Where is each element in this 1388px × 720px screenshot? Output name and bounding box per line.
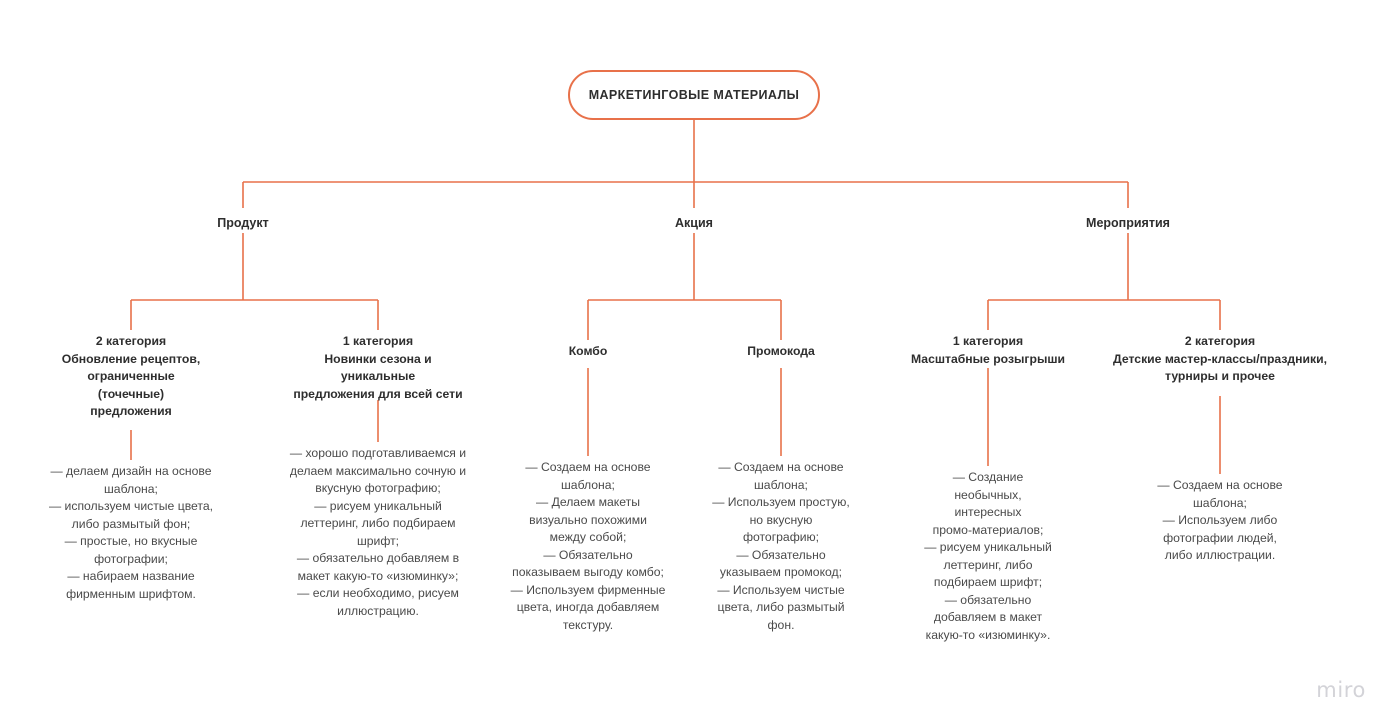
detail-line: либо иллюстрации. [1164, 548, 1276, 562]
detail-line: какую-то «изюминку». [925, 627, 1051, 642]
detail-line: фон. [767, 617, 795, 632]
detail-line: цвета, либо размытый [717, 600, 845, 614]
detail-line: — Обязательно [543, 547, 633, 562]
detail-line: — Делаем макеты [536, 495, 640, 509]
detail-line: — если необходимо, рисуем [297, 586, 459, 600]
detail-line: — хорошо подготавливаемся и [289, 446, 467, 460]
category-line: предложения для всей сети [293, 386, 463, 401]
detail-line: шаблона; [104, 481, 158, 496]
detail-line: текстуру. [562, 617, 614, 632]
detail-line: — набираем название [67, 569, 195, 583]
detail-line: фотографии людей, [1163, 530, 1277, 545]
category-line: (точечные) [97, 386, 165, 401]
detail-line: иллюстрацию. [337, 603, 419, 618]
branch-label: Акция [675, 216, 713, 230]
category-heading-product-2[interactable]: 2 категория Обновление рецептов, огранич… [16, 333, 246, 421]
category-heading-combo[interactable]: Комбо [493, 343, 683, 361]
root-node-label: МАРКЕТИНГОВЫЕ МАТЕРИАЛЫ [588, 88, 800, 102]
detail-line: шаблона; [1193, 495, 1247, 510]
detail-line: — делаем дизайн на основе [50, 464, 212, 478]
detail-line: визуально похожими [529, 512, 647, 527]
category-line: предложения [90, 404, 172, 418]
detail-line: — Создаем на основе [1157, 478, 1283, 492]
branch-label: Продукт [217, 216, 269, 230]
detail-line: делаем максимально сочную и [289, 463, 467, 478]
detail-line: — используем чистые цвета, [48, 499, 214, 513]
detail-line: — Используем простую, [712, 495, 850, 509]
detail-line: между собой; [549, 530, 627, 544]
category-line: 2 категория [1184, 334, 1256, 348]
detail-line: — Используем либо [1162, 513, 1278, 527]
detail-line: подбираем шрифт; [933, 575, 1043, 589]
detail-block-events-1[interactable]: — Создание необычных, интересных промо-м… [908, 469, 1068, 644]
detail-line: фирменным шрифтом. [66, 586, 196, 601]
branch-label: Мероприятия [1086, 216, 1170, 230]
category-line: Новинки сезона и [324, 351, 432, 366]
miro-watermark: miro [1316, 678, 1366, 702]
detail-block-product-1[interactable]: — хорошо подготавливаемся и делаем макси… [273, 445, 483, 620]
category-heading-events-2[interactable]: 2 категория Детские мастер-классы/праздн… [1075, 333, 1365, 386]
category-line: 1 категория [952, 334, 1024, 348]
detail-line: — Используем чистые [717, 582, 845, 597]
category-heading-product-1[interactable]: 1 категория Новинки сезона и уникальные … [263, 333, 493, 403]
detail-line: добавляем в макет [933, 610, 1043, 624]
detail-line: макет какую-то «изюминку»; [297, 568, 459, 583]
detail-line: — обязательно [944, 592, 1032, 607]
detail-line: но вкусную [749, 512, 813, 527]
category-line: Масштабные розыгрыши [911, 351, 1065, 366]
detail-line: либо размытый фон; [71, 516, 191, 531]
detail-line: необычных, [954, 487, 1022, 502]
detail-block-combo[interactable]: — Создаем на основе шаблона; — Делаем ма… [498, 459, 678, 634]
detail-line: — простые, но вкусные [64, 534, 198, 548]
detail-line: — Обязательно [736, 547, 826, 562]
root-node[interactable]: МАРКЕТИНГОВЫЕ МАТЕРИАЛЫ [568, 70, 820, 120]
detail-line: промо-материалов; [932, 522, 1044, 537]
detail-line: — Создаем на основе [718, 460, 844, 474]
detail-line: указываем промокод; [719, 565, 843, 579]
detail-line: — Создание [952, 470, 1024, 484]
category-line: Обновление рецептов, [61, 351, 201, 366]
category-heading-promocode[interactable]: Промокода [686, 343, 876, 361]
detail-line: — обязательно добавляем в [296, 551, 460, 565]
detail-line: — рисуем уникальный [924, 540, 1052, 554]
detail-line: вкусную фотографию; [315, 481, 441, 495]
category-line: Детские мастер-классы/праздники, [1113, 351, 1327, 366]
category-line: 1 категория [342, 334, 414, 348]
category-line: уникальные [340, 369, 416, 383]
category-line: Промокода [747, 344, 815, 358]
detail-line: — рисуем уникальный [314, 498, 442, 513]
detail-line: шаблона; [754, 477, 808, 492]
detail-block-product-2[interactable]: — делаем дизайн на основе шаблона; — исп… [31, 463, 231, 603]
detail-line: цвета, иногда добавляем [516, 600, 660, 614]
category-line: 2 категория [95, 334, 167, 348]
branch-node-product[interactable]: Продукт [217, 216, 269, 230]
detail-block-promocode[interactable]: — Создаем на основе шаблона; — Используе… [696, 459, 866, 634]
detail-line: шаблона; [561, 477, 615, 492]
category-line: ограниченные [87, 369, 175, 383]
branch-node-events[interactable]: Мероприятия [1086, 216, 1170, 230]
category-heading-events-1[interactable]: 1 категория Масштабные розыгрыши [883, 333, 1093, 368]
detail-line: леттеринг, либо подбираем [300, 516, 456, 530]
category-line: Комбо [568, 344, 608, 358]
detail-line: — Создаем на основе [525, 460, 651, 474]
category-line: турниры и прочее [1165, 369, 1275, 383]
branch-node-promotion[interactable]: Акция [675, 216, 713, 230]
detail-block-events-2[interactable]: — Создаем на основе шаблона; — Используе… [1135, 477, 1305, 565]
detail-line: показываем выгоду комбо; [512, 565, 664, 579]
detail-line: шрифт; [356, 533, 400, 548]
detail-line: фотографии; [94, 551, 168, 566]
detail-line: леттеринг, либо [943, 557, 1033, 572]
detail-line: интересных [954, 505, 1022, 519]
detail-line: — Используем фирменные [510, 582, 666, 597]
detail-line: фотографию; [742, 530, 820, 544]
